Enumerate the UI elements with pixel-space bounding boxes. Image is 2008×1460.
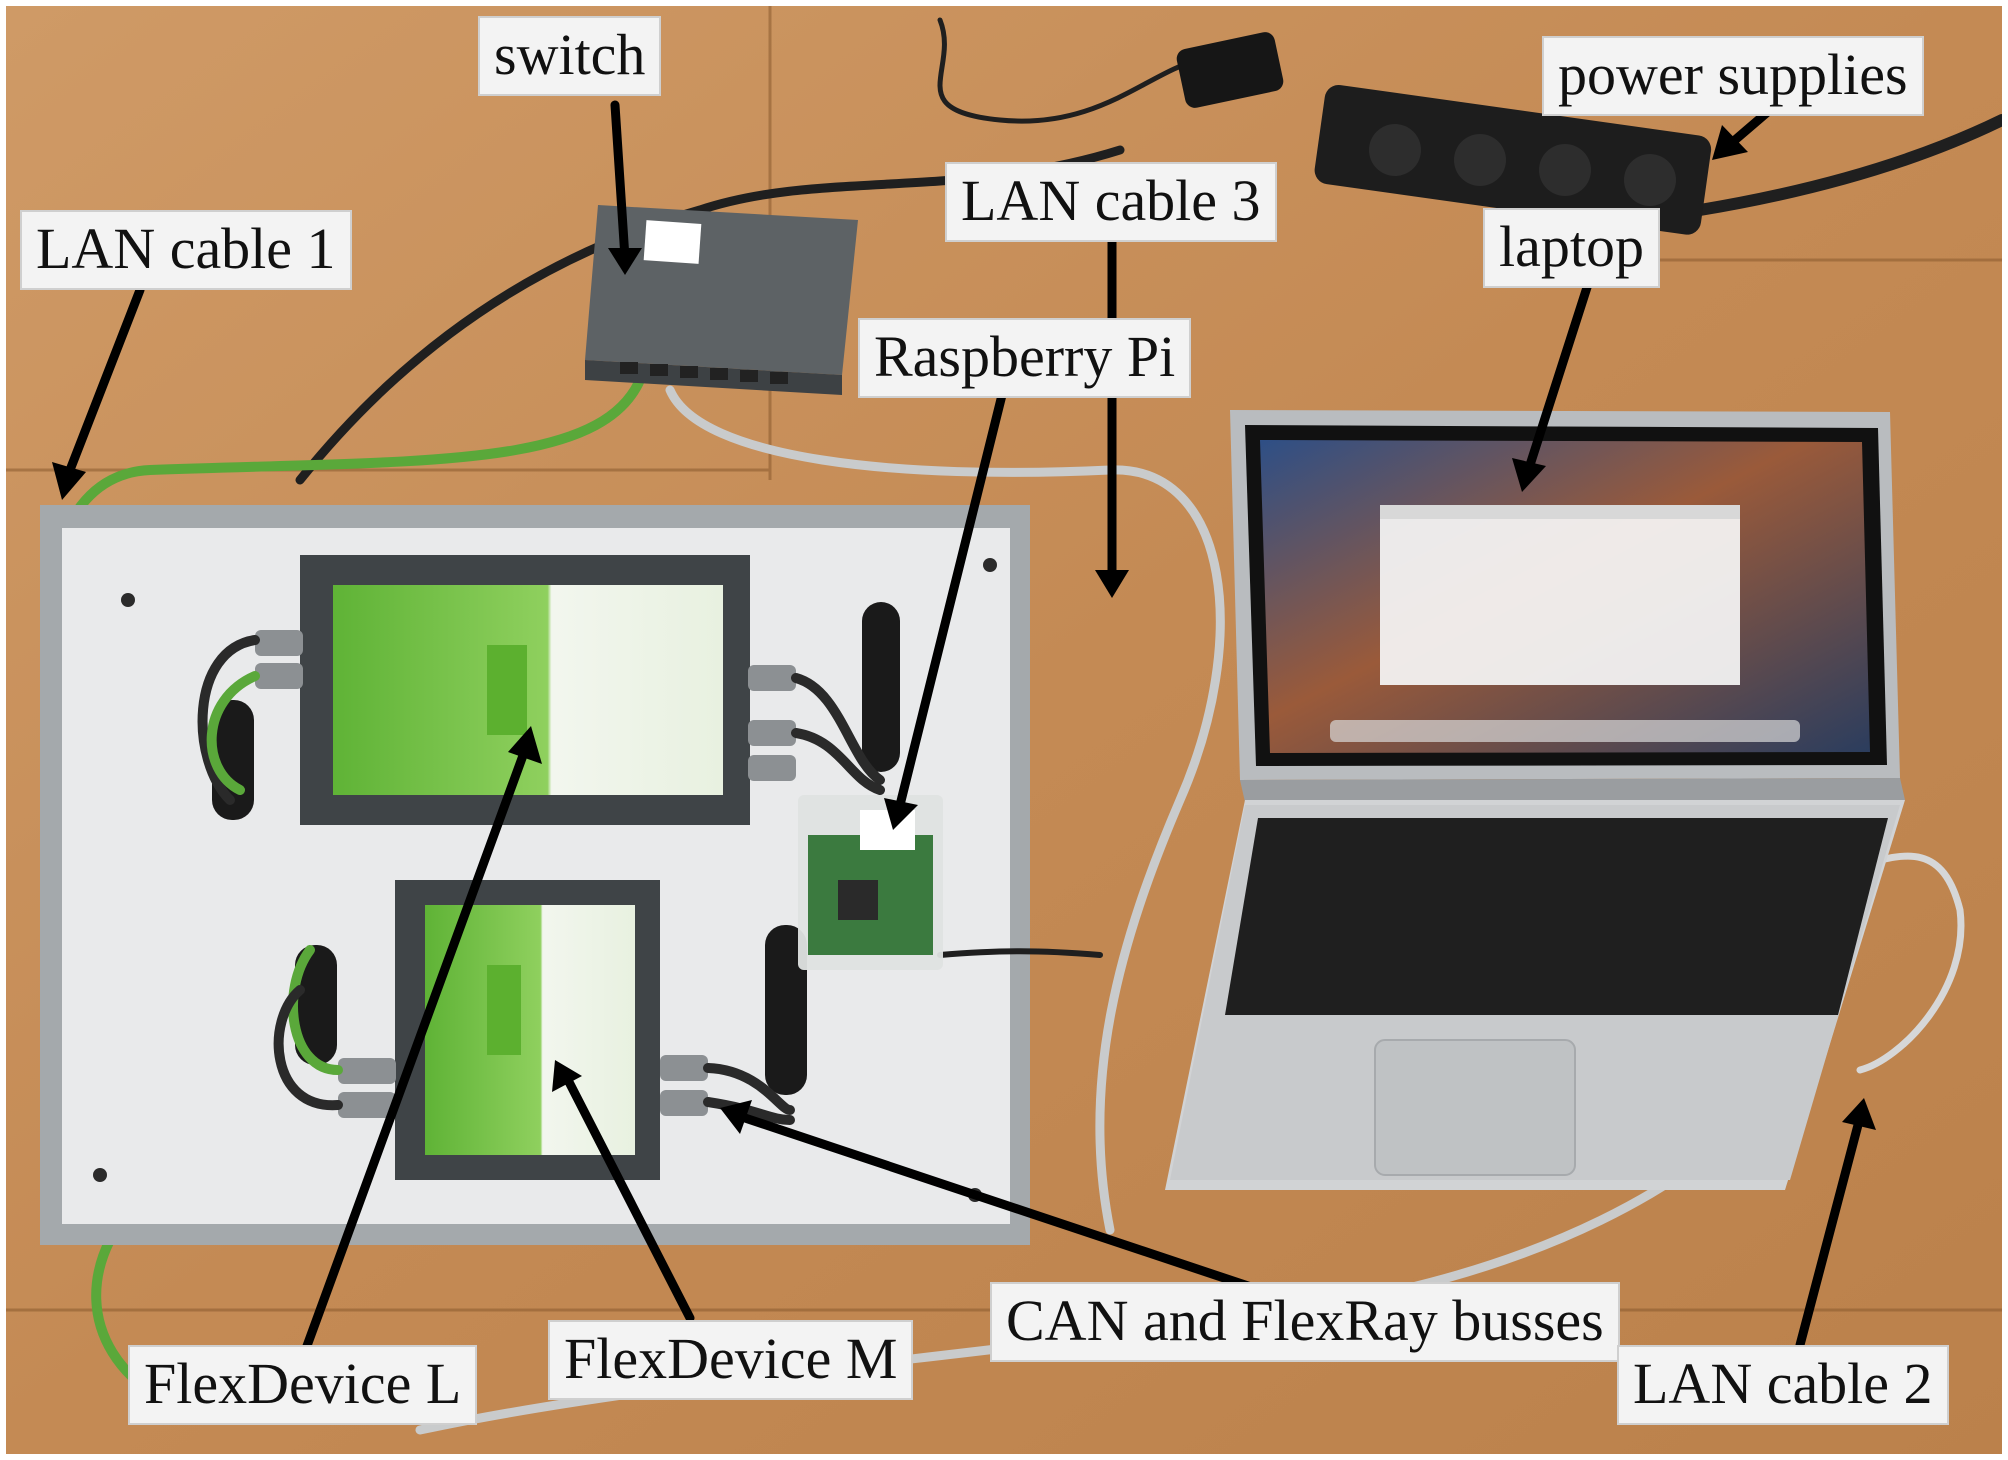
power-strip	[1176, 32, 1712, 235]
network-switch	[585, 205, 858, 395]
black-power-cable-right	[1694, 114, 2008, 216]
device-cables	[197, 635, 1103, 1125]
annotation-arrows	[52, 100, 1876, 1370]
label-lan-cable-1: LAN cable 1	[20, 210, 352, 290]
flexdevice-l-unit	[255, 555, 796, 825]
label-flexdevice-m: FlexDevice M	[548, 1320, 914, 1400]
label-flexdevice-l: FlexDevice L	[128, 1345, 478, 1425]
label-power-supplies: power supplies	[1542, 36, 1924, 116]
label-can-flexray-busses: CAN and FlexRay busses	[990, 1282, 1620, 1362]
flexdevice-m-unit	[338, 880, 708, 1180]
laptop	[1165, 410, 1905, 1190]
raspberry-pi-board	[798, 795, 943, 970]
black-cord-top	[937, 17, 1203, 124]
label-lan-cable-2: LAN cable 2	[1617, 1345, 1949, 1425]
label-raspberry-pi: Raspberry Pi	[858, 318, 1192, 398]
gray-lan-cable-3	[665, 385, 1225, 1235]
label-switch: switch	[478, 16, 662, 96]
gray-usb-cable	[1836, 852, 1965, 1074]
label-laptop: laptop	[1483, 208, 1660, 288]
label-lan-cable-3: LAN cable 3	[945, 162, 1277, 242]
